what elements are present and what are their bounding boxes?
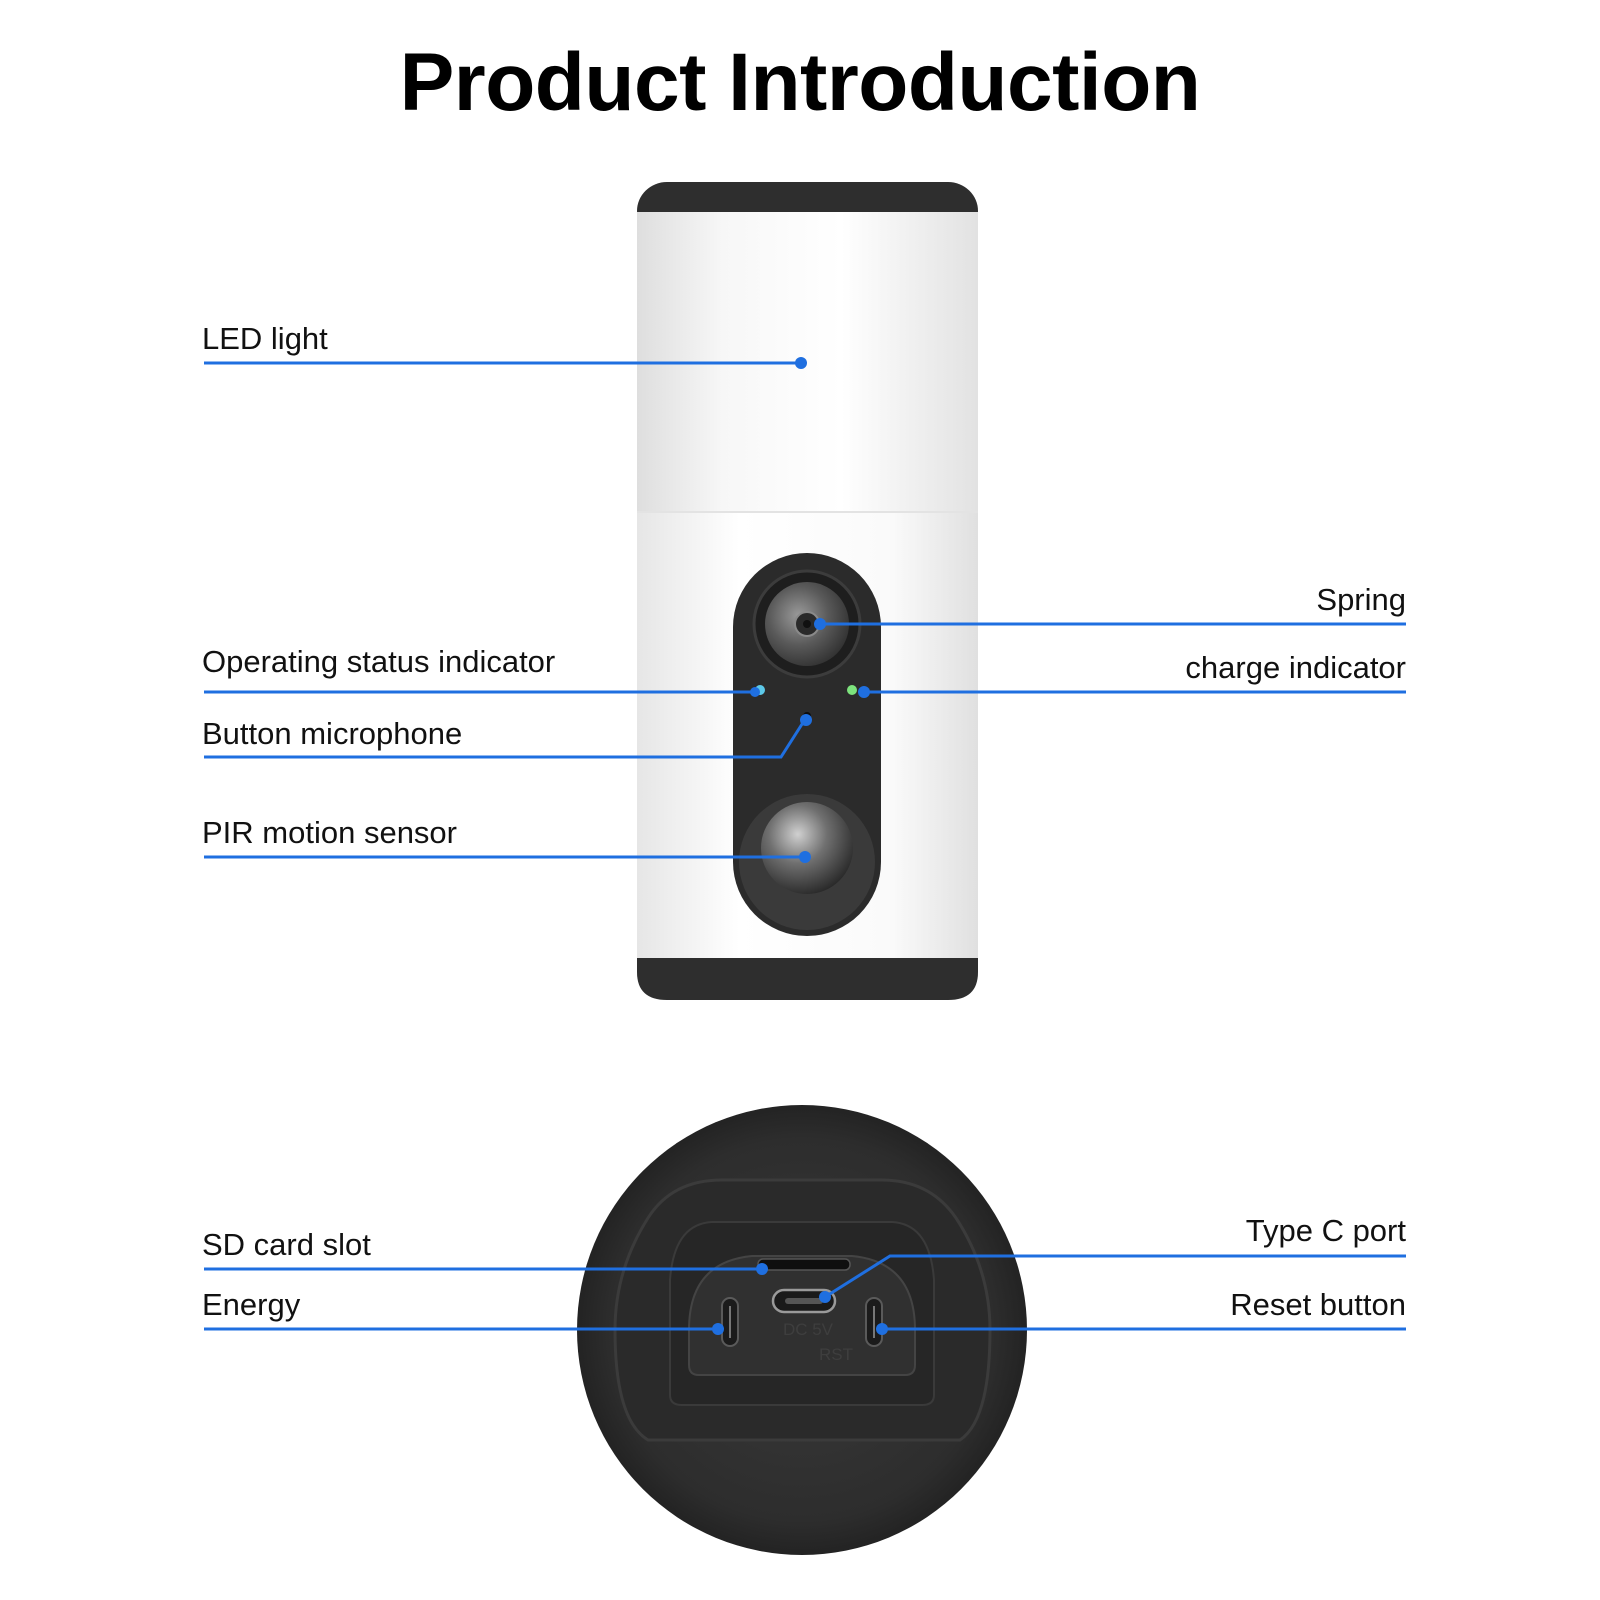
sd-card-slot (757, 1258, 851, 1271)
dot-reset-button (876, 1323, 888, 1335)
energy-switch (721, 1297, 739, 1347)
dc-5v-marking: DC 5V (783, 1320, 834, 1339)
dot-charge-indicator (858, 686, 870, 698)
leader-button-microphone (204, 720, 806, 759)
reset-button (865, 1297, 883, 1347)
callout-dots (712, 357, 888, 1335)
dot-led-light (795, 357, 807, 369)
label-reset-button: Reset button (1230, 1287, 1406, 1322)
camera-bottom-cap (637, 958, 978, 1000)
rst-marking: RST (819, 1345, 853, 1364)
leader-type-c-port (824, 1254, 1406, 1299)
dot-type-c-port (819, 1291, 831, 1303)
dot-sd-card-slot (756, 1263, 768, 1275)
dot-energy (712, 1323, 724, 1335)
label-button-microphone: Button microphone (202, 716, 463, 751)
charge-led (847, 685, 857, 695)
label-spring: Spring (1316, 582, 1406, 617)
dot-pir-sensor (799, 851, 811, 863)
port-panel (688, 1255, 916, 1376)
pir-sensor-dome (761, 802, 853, 894)
label-operating-status: Operating status indicator (202, 644, 556, 679)
dot-button-microphone (800, 714, 812, 726)
label-energy: Energy (202, 1287, 301, 1322)
dot-spring (814, 618, 826, 630)
label-charge-indicator: charge indicator (1185, 650, 1406, 685)
callout-lines (204, 361, 1406, 1331)
dot-operating-status (750, 687, 760, 697)
label-led-light: LED light (202, 321, 328, 356)
label-type-c-port: Type C port (1245, 1213, 1406, 1248)
camera-base-view: DC 5V RST (577, 1105, 1027, 1555)
camera-front-view (637, 182, 978, 1000)
label-sd-card-slot: SD card slot (202, 1227, 371, 1262)
page-title: Product Introduction (399, 37, 1201, 128)
label-pir-sensor: PIR motion sensor (202, 815, 457, 850)
